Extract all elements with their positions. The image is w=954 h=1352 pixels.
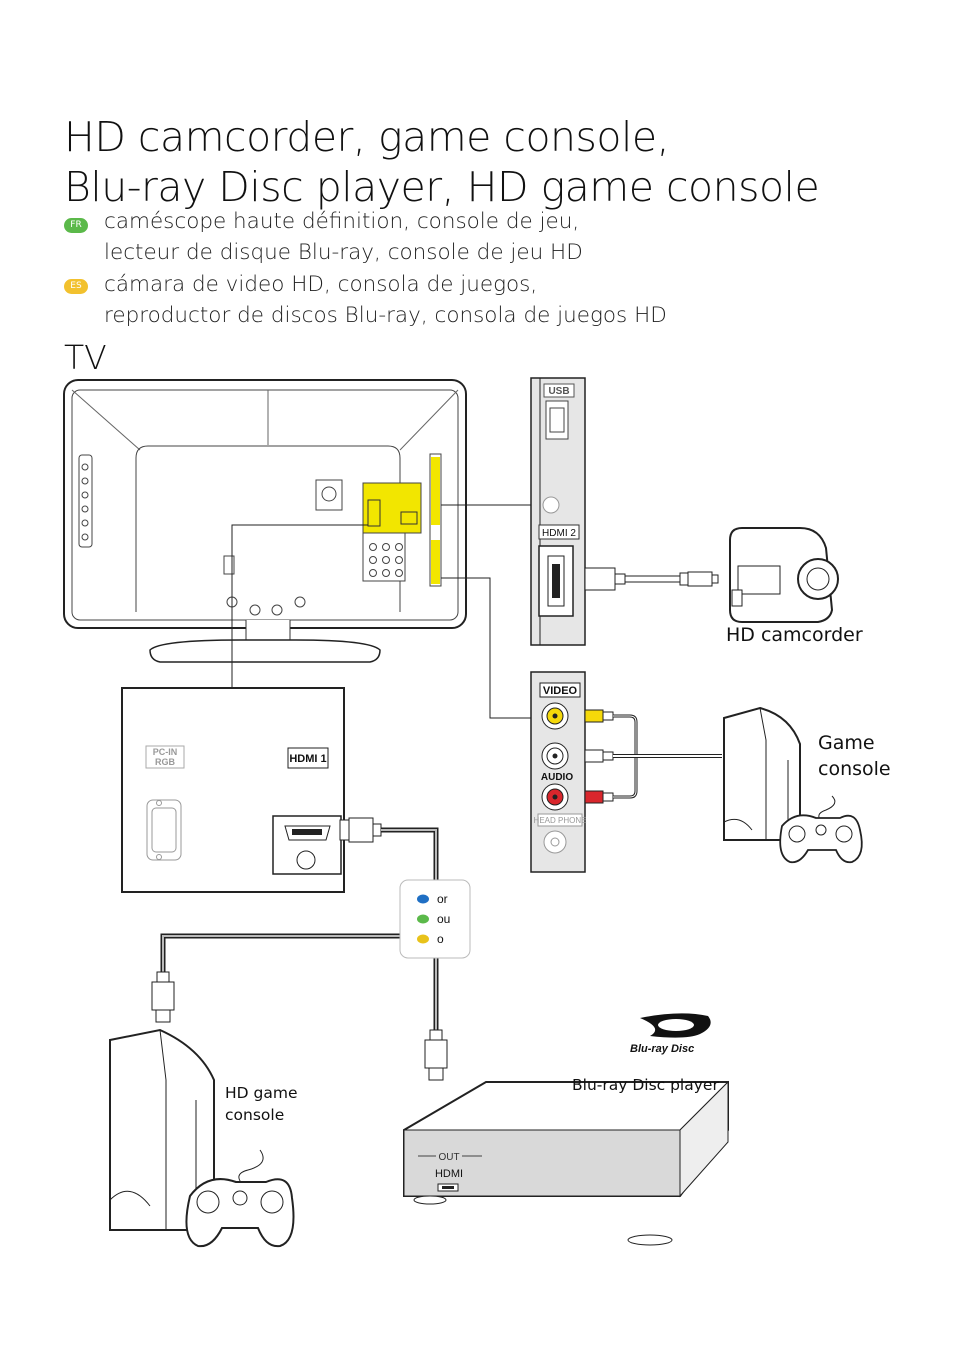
game-console-label: Game console [818, 730, 891, 782]
page-title-line-1: HD camcorder, game console, [64, 113, 670, 161]
hdmi1-label: HDMI 1 [289, 753, 326, 765]
side-panel-upper: USB HDMI 2 [530, 377, 586, 646]
es-translation: cámara de video HD, consola de juegos, r… [104, 269, 667, 331]
game-console-rca-cable [584, 709, 722, 804]
pc-in-label: PC-IN [153, 747, 178, 757]
rgb-label: RGB [155, 757, 176, 767]
camcorder-illustration [729, 527, 839, 623]
side-panel-lower: VIDEO AUDIO HEAD PHONE [530, 671, 587, 873]
hd-game-console-label-line-1: HD game [225, 1084, 298, 1102]
legend-label-o: o [437, 932, 444, 946]
legend-swatch-green [417, 914, 429, 924]
video-label: VIDEO [543, 685, 578, 697]
page-title: HD camcorder, game console, Blu-ray Disc… [64, 112, 924, 212]
bluray-hdmi-label: HDMI [435, 1168, 463, 1180]
game-console-label-line-1: Game [818, 732, 875, 754]
hdmi1-cable [151, 817, 448, 1081]
tv-rear-illustration [63, 379, 467, 663]
fr-translation-line-1: caméscope haute définition, console de j… [104, 209, 580, 234]
legend-swatch-blue [417, 894, 429, 904]
section-label-tv: TV [64, 338, 107, 377]
bluray-logo: Blu-ray Disc [630, 1013, 711, 1055]
game-console-label-line-2: console [818, 758, 891, 780]
game-console-illustration [723, 706, 863, 864]
fr-translation-line-2: lecteur de disque Blu-ray, console de je… [104, 240, 583, 265]
bluray-out-label: OUT [438, 1152, 459, 1163]
legend-swatch-yellow [417, 934, 429, 944]
hd-camcorder-label: HD camcorder [726, 624, 863, 646]
legend-label-ou: ou [437, 912, 450, 926]
legend-label-or: or [437, 892, 448, 906]
hdmi2-label: HDMI 2 [542, 528, 576, 539]
hd-game-console-label-line-2: console [225, 1106, 285, 1124]
or-legend: or ou o [399, 879, 471, 959]
tv-back-panel-zoom: PC-IN RGB HDMI 1 [121, 687, 345, 893]
es-language-badge: ES [64, 279, 88, 294]
fr-language-badge: FR [64, 218, 88, 233]
hd-game-console-illustration [109, 1028, 295, 1248]
usb-label: USB [548, 386, 569, 397]
es-translation-line-2: reproductor de discos Blu-ray, consola d… [104, 303, 667, 328]
audio-label: AUDIO [541, 772, 573, 783]
fr-translation: caméscope haute définition, console de j… [104, 206, 583, 268]
hd-game-console-label: HD game console [225, 1082, 298, 1126]
camcorder-hdmi-cable [584, 567, 719, 591]
bluray-logo-text: Blu-ray Disc [630, 1043, 694, 1055]
bluray-player-label: Blu-ray Disc player [572, 1076, 719, 1094]
page-title-line-2: Blu-ray Disc player, HD game console [64, 163, 820, 211]
es-translation-line-1: cámara de video HD, consola de juegos, [104, 272, 538, 297]
bluray-player-illustration: OUT HDMI [403, 1080, 729, 1246]
headphone-label: HEAD PHONE [534, 816, 587, 825]
